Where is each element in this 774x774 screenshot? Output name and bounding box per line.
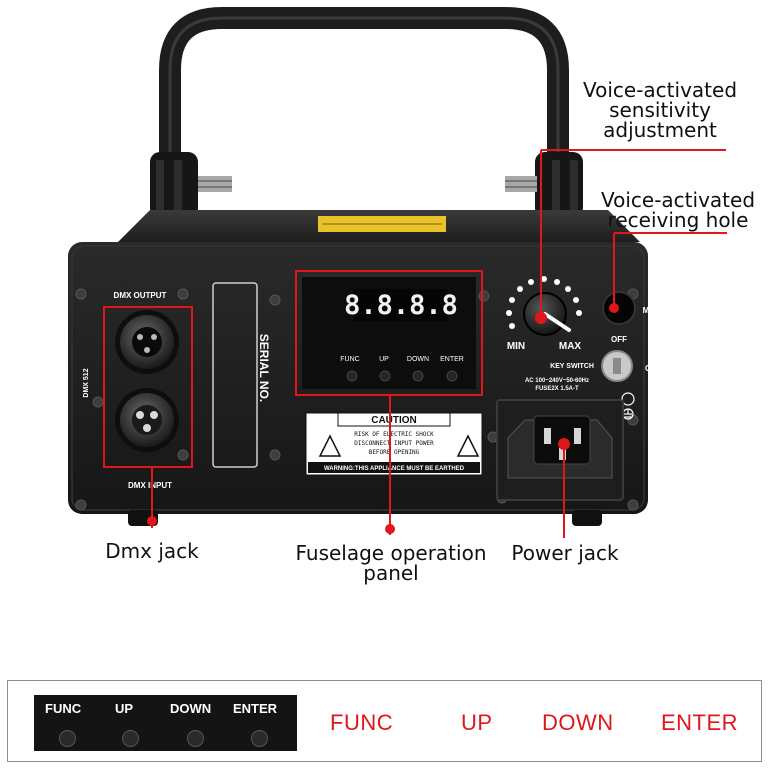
hanging-bracket (159, 6, 569, 235)
mic-label: MIC (643, 306, 658, 315)
legend-func-text: FUNC (330, 710, 394, 735)
legend-enter-label: ENTER (233, 701, 278, 716)
receiving-hole-callout-line-1: Voice-activated (600, 188, 756, 212)
legend-up-text: UP (461, 710, 493, 735)
caution-line-3: BEFORE OPENING (369, 449, 420, 456)
serial-plate (212, 282, 258, 468)
xlr-input-connector (115, 388, 179, 452)
dmx-jack-highlight (103, 306, 193, 468)
led-display: 8.8.8.8 (344, 290, 458, 321)
legend-up-label: UP (115, 701, 134, 716)
power-jack-callout: Power jack (511, 541, 619, 565)
sensitivity-callout-line-2: sensitivity (609, 98, 711, 122)
panel-func-label: FUNC (340, 356, 359, 363)
caution-warning: WARNING:THIS APPLIANCE MUST BE EARTHED (324, 466, 465, 472)
knob-max-label: MAX (559, 341, 582, 352)
caution-label (305, 412, 483, 476)
legend-enter-text: ENTER (661, 710, 739, 735)
bracket-knob-right (505, 152, 583, 218)
panel-down-label: DOWN (407, 356, 429, 363)
operation-panel-callout: Fuselage operation panel (276, 543, 506, 583)
serial-no-label: SERIAL NO. (257, 334, 271, 402)
legend-down-button (187, 730, 204, 747)
panel-up-label: UP (379, 356, 389, 363)
legend-enter-button (251, 730, 268, 747)
laser-projector-rear-view: DMX OUTPUT DMX INPUT DMX 512 SERIAL NO. … (68, 6, 727, 538)
ac-rating-label: AC 100~240V~50-60Hz (525, 378, 589, 384)
callout-dots (147, 303, 619, 534)
sensitivity-callout: Voice-activated sensitivity adjustment (570, 80, 750, 140)
panel-enter-label: ENTER (440, 356, 464, 363)
operation-panel-callout-line-1: Fuselage operation (295, 541, 487, 565)
dmx-output-label: DMX OUTPUT (114, 291, 167, 300)
dmx-jack-callout: Dmx jack (105, 539, 199, 563)
dmx-512-label: DMX 512 (83, 368, 90, 397)
operation-panel-callout-line-2: panel (363, 561, 419, 585)
key-switch-label: KEY SWITCH (550, 363, 594, 370)
sensitivity-callout-line-1: Voice-activated (582, 78, 738, 102)
bracket-knob-left (150, 152, 232, 218)
on-label: ON (645, 364, 657, 373)
power-inlet (496, 399, 624, 501)
fuse-rating-label: FUSE2X 1.5A-T (535, 386, 579, 392)
dmx-input-label: DMX INPUT (128, 481, 172, 490)
caution-line-1: RISK OF ELECTRIC SHOCK (354, 431, 434, 438)
knob-min-label: MIN (507, 341, 525, 352)
sensitivity-callout-line-3: adjustment (603, 118, 717, 142)
screws (75, 288, 639, 511)
sensitivity-dots (506, 276, 582, 329)
receiving-hole-callout-line-2: receiving hole (607, 208, 749, 232)
legend-up-button (122, 730, 139, 747)
button-legend-panel: FUNC UP DOWN ENTER (34, 695, 297, 751)
off-label: OFF (611, 335, 627, 344)
foot-right (572, 510, 602, 526)
receiving-hole-callout: Voice-activated receiving hole (592, 190, 764, 230)
legend-down-text: DOWN (542, 710, 614, 735)
caution-title: CAUTION (371, 415, 417, 426)
caution-line-2: DISCONNECT INPUT POWER (354, 440, 434, 447)
xlr-output-connector (115, 310, 179, 374)
legend-down-label: DOWN (170, 701, 212, 716)
button-legend-bar: FUNC UP DOWN ENTER FUNC UP DOWN ENTER (7, 680, 762, 762)
panel-buttons (346, 370, 458, 382)
legend-func-label: FUNC (45, 701, 82, 716)
callout-lines (151, 149, 727, 538)
legend-func-button (59, 730, 76, 747)
